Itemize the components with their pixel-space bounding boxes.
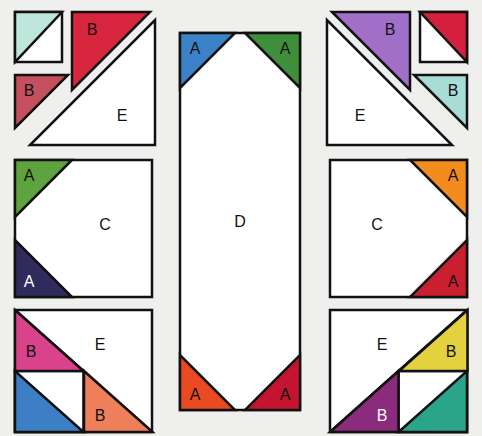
piece-letter: B bbox=[87, 22, 98, 38]
piece-letter: A bbox=[448, 274, 459, 290]
half-square-patch bbox=[420, 12, 467, 62]
half-square-patch bbox=[15, 371, 84, 432]
piece-shape bbox=[245, 33, 300, 88]
piece-letter: C bbox=[99, 217, 111, 233]
quilt-triangle: A bbox=[408, 158, 469, 219]
piece-outline bbox=[243, 31, 302, 90]
piece-shape bbox=[327, 20, 452, 145]
piece-shape bbox=[15, 160, 152, 297]
piece-outline bbox=[82, 369, 155, 434]
quilt-rectangle: D A A A A bbox=[178, 31, 302, 412]
piece-letter: E bbox=[355, 108, 366, 124]
piece-shape bbox=[180, 33, 235, 88]
piece-shape bbox=[180, 355, 235, 410]
piece-shape bbox=[15, 160, 72, 217]
seam-line bbox=[330, 310, 467, 432]
piece-letter: A bbox=[280, 41, 291, 57]
quilt-square: C A A bbox=[328, 158, 469, 299]
half-square-patch bbox=[420, 12, 467, 62]
piece-letter: A bbox=[448, 168, 459, 184]
piece-letter: B bbox=[446, 344, 457, 360]
piece-shape bbox=[84, 371, 153, 432]
piece-letter: E bbox=[377, 337, 388, 353]
piece-letter: B bbox=[26, 344, 37, 360]
quilt-triangle: A bbox=[178, 353, 237, 412]
half-square-patch bbox=[15, 371, 84, 432]
piece-letter: E bbox=[95, 337, 106, 353]
piece-letter: A bbox=[280, 387, 291, 403]
piece-letter: A bbox=[190, 41, 201, 57]
piece-letter: B bbox=[377, 408, 388, 424]
piece-letter: B bbox=[24, 83, 35, 99]
half-square-patch bbox=[15, 12, 62, 62]
piece-shape bbox=[15, 310, 152, 432]
piece-letter: B bbox=[95, 408, 106, 424]
piece-outline bbox=[178, 31, 237, 90]
piece-letter: E bbox=[117, 108, 128, 124]
piece-shape bbox=[399, 310, 468, 371]
piece-letter: A bbox=[24, 168, 35, 184]
piece-outline bbox=[408, 158, 469, 219]
piece-shape bbox=[330, 160, 467, 297]
piece-letter: B bbox=[385, 22, 396, 38]
piece-outline bbox=[13, 238, 74, 299]
piece-letter: A bbox=[190, 387, 201, 403]
piece-outline bbox=[13, 308, 86, 373]
quilt-triangle: A bbox=[243, 31, 302, 90]
quilt-square: C A A bbox=[13, 158, 154, 299]
piece-shape bbox=[30, 20, 155, 145]
quilt-triangle: A bbox=[408, 238, 469, 299]
seam-line bbox=[15, 310, 152, 432]
quilt-triangle: B bbox=[328, 369, 401, 434]
piece-shape bbox=[180, 33, 300, 410]
half-square-patch bbox=[399, 371, 468, 432]
piece-letter: C bbox=[371, 217, 383, 233]
quilt-triangle: B bbox=[82, 369, 155, 434]
piece-outline bbox=[178, 353, 237, 412]
piece-shape bbox=[410, 240, 467, 297]
piece-shape bbox=[330, 310, 467, 432]
piece-shape bbox=[15, 240, 72, 297]
piece-outline bbox=[328, 369, 401, 434]
quilt-triangle: A bbox=[243, 353, 302, 412]
quilt-square: E B B bbox=[328, 308, 469, 434]
piece-letter: B bbox=[448, 83, 459, 99]
piece-shape bbox=[330, 371, 399, 432]
half-square-patch bbox=[15, 12, 62, 62]
quilt-triangle: A bbox=[13, 238, 74, 299]
quilt-triangle: B bbox=[397, 308, 470, 373]
quilt-square: E B B bbox=[13, 308, 154, 434]
piece-outline bbox=[13, 158, 74, 219]
quilt-triangle: A bbox=[178, 31, 237, 90]
piece-letter: A bbox=[24, 274, 35, 290]
piece-shape bbox=[15, 310, 84, 371]
half-square-patch bbox=[399, 371, 468, 432]
piece-outline bbox=[243, 353, 302, 412]
piece-letter: D bbox=[234, 214, 246, 230]
quilt-triangle: A bbox=[13, 158, 74, 219]
quilt-triangle: B bbox=[13, 308, 86, 373]
piece-shape bbox=[245, 355, 300, 410]
piece-shape bbox=[410, 160, 467, 217]
piece-outline bbox=[397, 308, 470, 373]
piece-outline bbox=[408, 238, 469, 299]
